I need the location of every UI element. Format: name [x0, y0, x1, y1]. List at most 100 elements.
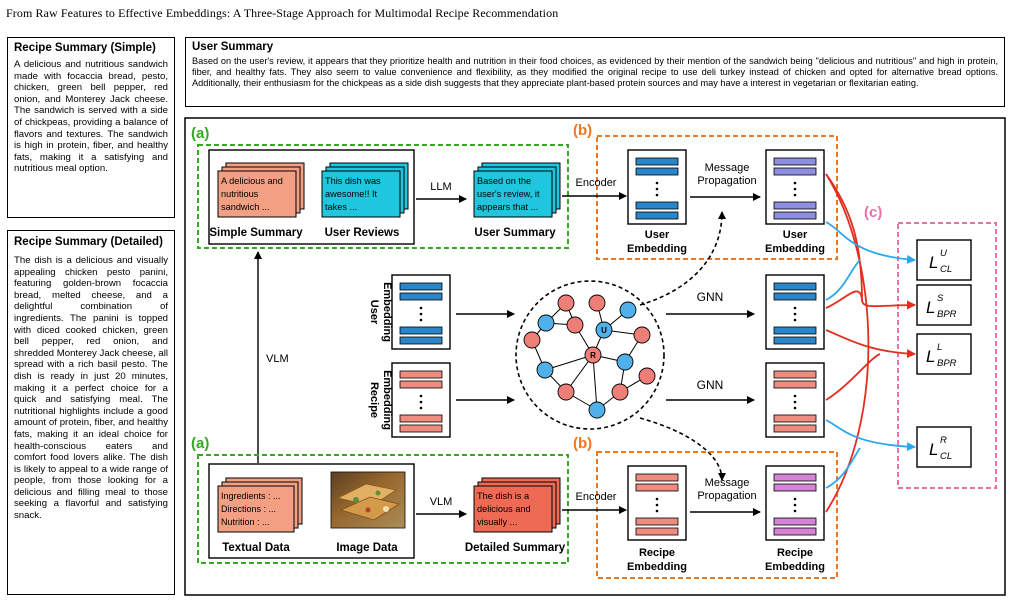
loss-cl-user-base: L [929, 253, 938, 272]
encoder-top-label: Encoder [576, 177, 617, 189]
interaction-graph-boundary [515, 280, 665, 430]
detailed-card-line-1: The dish is a [477, 491, 530, 501]
graph-to-user-propagation-arrow [639, 211, 726, 306]
middle-user-embedding [391, 274, 451, 350]
loss-bpr-l-sub: BPR [937, 358, 957, 369]
user-reviews-label: User Reviews [325, 227, 400, 239]
user-node [619, 301, 637, 319]
gnn-top-label: GNN [697, 290, 724, 304]
loss-cl-recipe-sup: R [940, 435, 947, 446]
llm-label: LLM [430, 181, 451, 193]
detailed-summary-label: Detailed Summary [465, 542, 566, 554]
recipe-node [588, 294, 606, 312]
stage-c-label: (c) [864, 204, 882, 221]
paper-title: From Raw Features to Effective Embedding… [6, 6, 559, 20]
user-summary-heading: User Summary [192, 41, 274, 53]
detailed-card-line-2: delicious and [477, 504, 531, 514]
recipe-embedding-encoded [627, 465, 687, 541]
recipe-summary-detailed-heading: Recipe Summary (Detailed) [14, 236, 163, 248]
textual-data-label: Textual Data [222, 542, 290, 554]
recipe-node [557, 383, 575, 401]
simple-summary-label: Simple Summary [209, 227, 303, 239]
loss-bpr-s: L S BPR [916, 284, 972, 326]
stage-a-bottom-label: (a) [191, 435, 209, 452]
reviews-card-line-2: awesome!! It [325, 189, 378, 199]
vlm-bottom-label: VLM [430, 496, 453, 508]
recipe-summary-simple-text: A delicious and nutritious sandwich made… [14, 59, 168, 175]
loss-cl-user-sub: CL [940, 264, 952, 275]
gnn-bottom-label: GNN [697, 378, 724, 392]
stage-a-bottom-box [197, 454, 569, 564]
user-node-u [595, 321, 613, 339]
loss-bpr-s-base: L [926, 298, 935, 317]
image-data-photo [330, 471, 406, 529]
loss-bpr-s-sub: BPR [937, 309, 957, 320]
middle-user-embedding-label-2: Embedding [381, 282, 393, 342]
user-summary-card-line-2: user's review, it [477, 189, 540, 199]
user-node [536, 361, 554, 379]
middle-recipe-embedding [391, 362, 451, 438]
recipe-node [638, 367, 656, 385]
gnn-user-embedding [765, 274, 825, 350]
middle-recipe-embedding-label-2: Embedding [381, 370, 393, 430]
user-embedding-propagated [765, 149, 825, 225]
user-embedding-propagated-label-2: Embedding [765, 243, 825, 255]
loss-bpr-l-base: L [926, 347, 935, 366]
message-top-label-2: Propagation [697, 175, 756, 187]
user-summary-card-line-1: Based on the [477, 176, 531, 186]
stage-a-top-box [197, 144, 569, 249]
graph-nodes [523, 294, 656, 419]
reviews-card-line-3: takes ... [325, 202, 357, 212]
recipe-embedding-propagated-label-2: Embedding [765, 561, 825, 573]
user-embedding-encoded [627, 149, 687, 225]
loss-bpr-l: L L BPR [916, 333, 972, 375]
stage-c-box [897, 222, 997, 489]
recipe-node [633, 326, 651, 344]
user-embedding-propagated-label-1: User [783, 229, 808, 241]
user-node [588, 401, 606, 419]
middle-user-embedding-label-1: User [368, 300, 380, 325]
recipe-node-r [584, 346, 602, 364]
simple-summary-card: A delicious and nutritious sandwich ... [217, 162, 305, 218]
user-summary-panel: User Summary Based on the user's review,… [185, 37, 1005, 107]
recipe-node [566, 316, 584, 334]
raw-inputs-bottom-box [208, 463, 415, 559]
textual-data-card: Ingredients : ... Directions : ... Nutri… [217, 477, 303, 533]
loss-cl-user-sup: U [940, 248, 947, 259]
recipe-embedding-encoded-label-2: Embedding [627, 561, 687, 573]
vlm-vertical-label: VLM [266, 353, 289, 365]
middle-recipe-embedding-label-1: Recipe [368, 382, 380, 418]
textual-card-line-3: Nutrition : ... [221, 517, 270, 527]
loss-cl-recipe-base: L [929, 440, 938, 459]
stage-a-top-label: (a) [191, 125, 209, 142]
message-bottom-label-1: Message [705, 477, 750, 489]
textual-card-line-1: Ingredients : ... [221, 491, 281, 501]
gnn-recipe-embedding [765, 362, 825, 438]
stage-b-top-label: (b) [573, 122, 592, 139]
message-top-label-1: Message [705, 162, 750, 174]
loss-bpr-s-sup: S [937, 293, 944, 304]
detailed-card-line-3: visually ... [477, 517, 517, 527]
loss-cl-recipe-sub: CL [940, 451, 952, 462]
simple-card-line-1: A delicious and [221, 176, 283, 186]
loss-bpr-l-sup: L [937, 342, 942, 353]
reviews-card-line-1: This dish was [325, 176, 381, 186]
node-u-label: U [601, 326, 607, 335]
user-embedding-encoded-label-1: User [645, 229, 670, 241]
recipe-embedding-encoded-label-1: Recipe [639, 547, 675, 559]
user-node [616, 353, 634, 371]
simple-card-line-3: sandwich ... [221, 202, 270, 212]
user-embedding-encoded-label-2: Embedding [627, 243, 687, 255]
user-summary-text: Based on the user's review, it appears t… [192, 56, 998, 89]
recipe-summary-simple-heading: Recipe Summary (Simple) [14, 42, 156, 54]
recipe-embedding-propagated [765, 465, 825, 541]
user-summary-label: User Summary [474, 227, 556, 239]
encoder-bottom-label: Encoder [576, 491, 617, 503]
recipe-summary-detailed-text: The dish is a delicious and visually app… [14, 255, 168, 522]
message-bottom-label-2: Propagation [697, 490, 756, 502]
recipe-node [611, 383, 629, 401]
textual-card-line-2: Directions : ... [221, 504, 276, 514]
simple-card-line-2: nutritious [221, 189, 259, 199]
user-summary-card: Based on the user's review, it appears t… [473, 162, 561, 218]
